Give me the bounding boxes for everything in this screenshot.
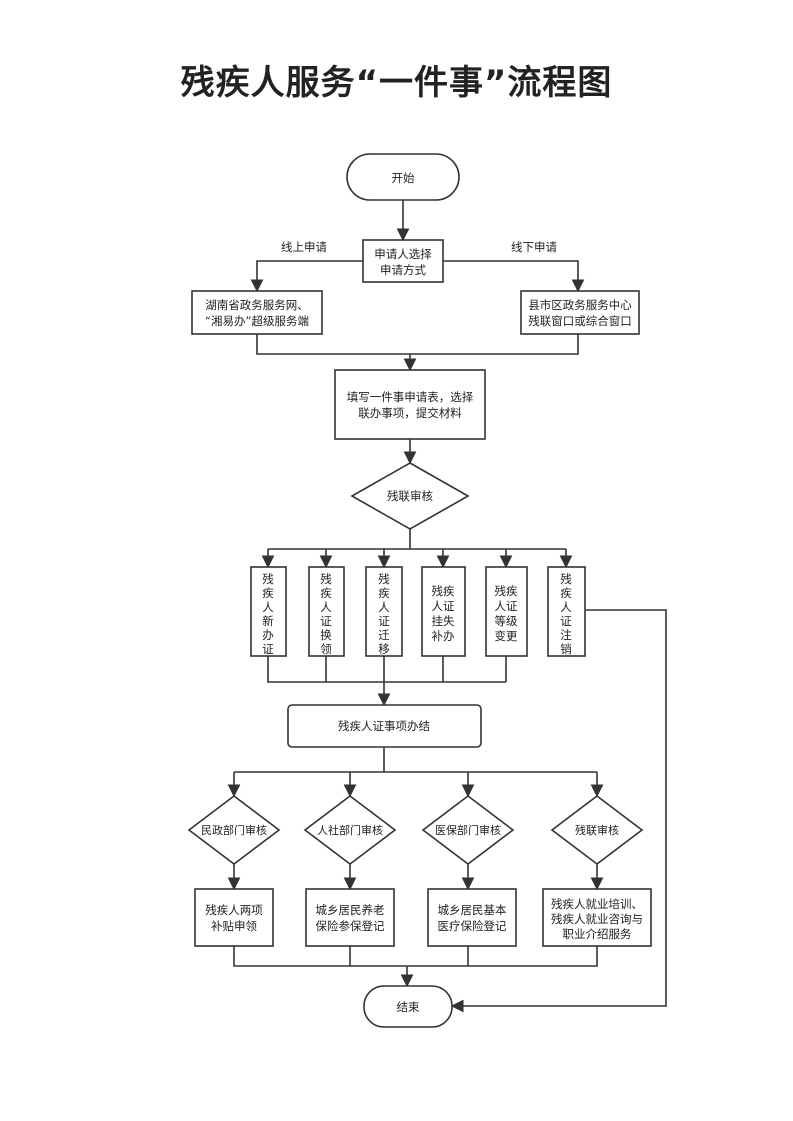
svg-text:残疾: 残疾 [432,584,455,598]
svg-text:办: 办 [262,628,274,642]
svg-text:补办: 补办 [432,629,455,643]
connectors [227,200,667,1013]
fill-form-line-2: 联办事项，提交材料 [358,406,462,420]
svg-text:领: 领 [320,642,332,656]
svg-text:等级: 等级 [495,614,518,628]
medical-insurance-service-node: 城乡居民基本 医疗保险登记 [427,888,517,947]
svg-text:疾: 疾 [378,586,390,600]
online-apply-label: 线上申请 [281,240,327,254]
pension-service-node: 城乡居民养老 保险参保登记 [305,888,395,947]
offline-channel-node: 县市区政务服务中心 残联窗口或综合窗口 [520,290,640,335]
svg-text:挂失: 挂失 [432,614,455,628]
start-node: 开始 [346,153,460,201]
svg-text:迁: 迁 [378,628,390,642]
svg-text:疾: 疾 [560,586,572,600]
svg-text:证: 证 [262,642,274,656]
svg-text:城乡居民养老: 城乡居民养老 [316,903,385,917]
item-certificate-transfer: 残 疾 人 证 迁 移 [365,566,403,657]
employment-service-node: 残疾人就业培训、 残疾人就业咨询与 职业介绍服务 [542,888,652,947]
svg-text:医疗保险登记: 医疗保险登记 [438,919,507,933]
svg-text:保险参保登记: 保险参保登记 [316,919,385,933]
page-title: 残疾人服务“一件事”流程图 [180,63,613,103]
svg-text:证: 证 [560,614,572,628]
item-certificate-renewal: 残 疾 人 证 换 领 [308,566,345,657]
svg-text:人社部门审核: 人社部门审核 [317,823,383,837]
choose-line-1: 申请人选择 [374,247,432,261]
online-line-1: 湖南省政务服务网、 [205,298,309,312]
completed-label: 残疾人证事项办结 [338,719,430,733]
fill-form-node: 填写一件事申请表，选择 联办事项，提交材料 [334,369,486,440]
svg-text:人: 人 [320,600,332,614]
svg-text:残疾: 残疾 [495,584,518,598]
online-line-2: “湘易办”超级服务端 [205,314,309,328]
svg-text:人: 人 [378,600,390,614]
end-label: 结束 [397,1000,420,1014]
offline-line-2: 残联窗口或综合窗口 [528,314,632,328]
subsidy-service-node: 残疾人两项 补贴申领 [194,888,274,947]
item-lost-reissue: 残疾 人证 挂失 补办 [421,566,466,657]
svg-text:变更: 变更 [495,629,518,643]
svg-text:补贴申领: 补贴申领 [211,919,257,933]
civil-affairs-review-node: 民政部门审核 [187,794,281,866]
svg-text:证: 证 [378,614,390,628]
medical-insurance-review-node: 医保部门审核 [421,794,515,866]
svg-text:新: 新 [262,614,274,628]
choose-method-node: 申请人选择 申请方式 [362,239,444,283]
svg-text:城乡居民基本: 城乡居民基本 [438,903,507,917]
svg-text:民政部门审核: 民政部门审核 [201,823,267,837]
certificate-completed-node: 残疾人证事项办结 [287,704,482,748]
svg-text:人证: 人证 [495,599,518,613]
svg-text:疾: 疾 [320,586,332,600]
svg-text:人: 人 [262,600,274,614]
svg-text:人证: 人证 [432,599,455,613]
federation-review-node-2: 残联审核 [550,794,644,866]
offline-line-1: 县市区政务服务中心 [528,298,632,312]
svg-text:残: 残 [378,572,390,586]
svg-text:残联审核: 残联审核 [575,823,619,837]
fill-form-line-1: 填写一件事申请表，选择 [347,390,474,404]
svg-text:移: 移 [378,642,390,656]
svg-text:残: 残 [262,572,274,586]
online-channel-node: 湖南省政务服务网、 “湘易办”超级服务端 [191,290,323,335]
svg-text:残疾人就业培训、: 残疾人就业培训、 [551,897,643,911]
item-new-certificate: 残 疾 人 新 办 证 [250,566,287,657]
svg-text:职业介绍服务: 职业介绍服务 [563,927,632,941]
item-certificate-cancellation: 残 疾 人 证 注 销 [547,566,586,657]
svg-text:残疾人两项: 残疾人两项 [205,903,263,917]
hr-social-security-review-node: 人社部门审核 [303,794,397,866]
review-label: 残联审核 [387,489,433,503]
start-label: 开始 [392,171,415,185]
offline-apply-label: 线下申请 [511,240,557,254]
svg-text:医保部门审核: 医保部门审核 [435,823,501,837]
svg-text:残疾人就业咨询与: 残疾人就业咨询与 [551,912,643,926]
svg-text:证: 证 [320,614,332,628]
disability-federation-review-node: 残联审核 [350,462,470,530]
svg-text:销: 销 [560,642,572,656]
item-grade-change: 残疾 人证 等级 变更 [485,566,528,657]
svg-text:注: 注 [560,628,572,642]
svg-text:残: 残 [560,572,572,586]
svg-text:残: 残 [320,572,332,586]
choose-line-2: 申请方式 [380,263,426,277]
end-node: 结束 [363,985,453,1028]
svg-text:疾: 疾 [262,586,274,600]
svg-text:人: 人 [560,600,572,614]
svg-text:换: 换 [320,628,332,642]
